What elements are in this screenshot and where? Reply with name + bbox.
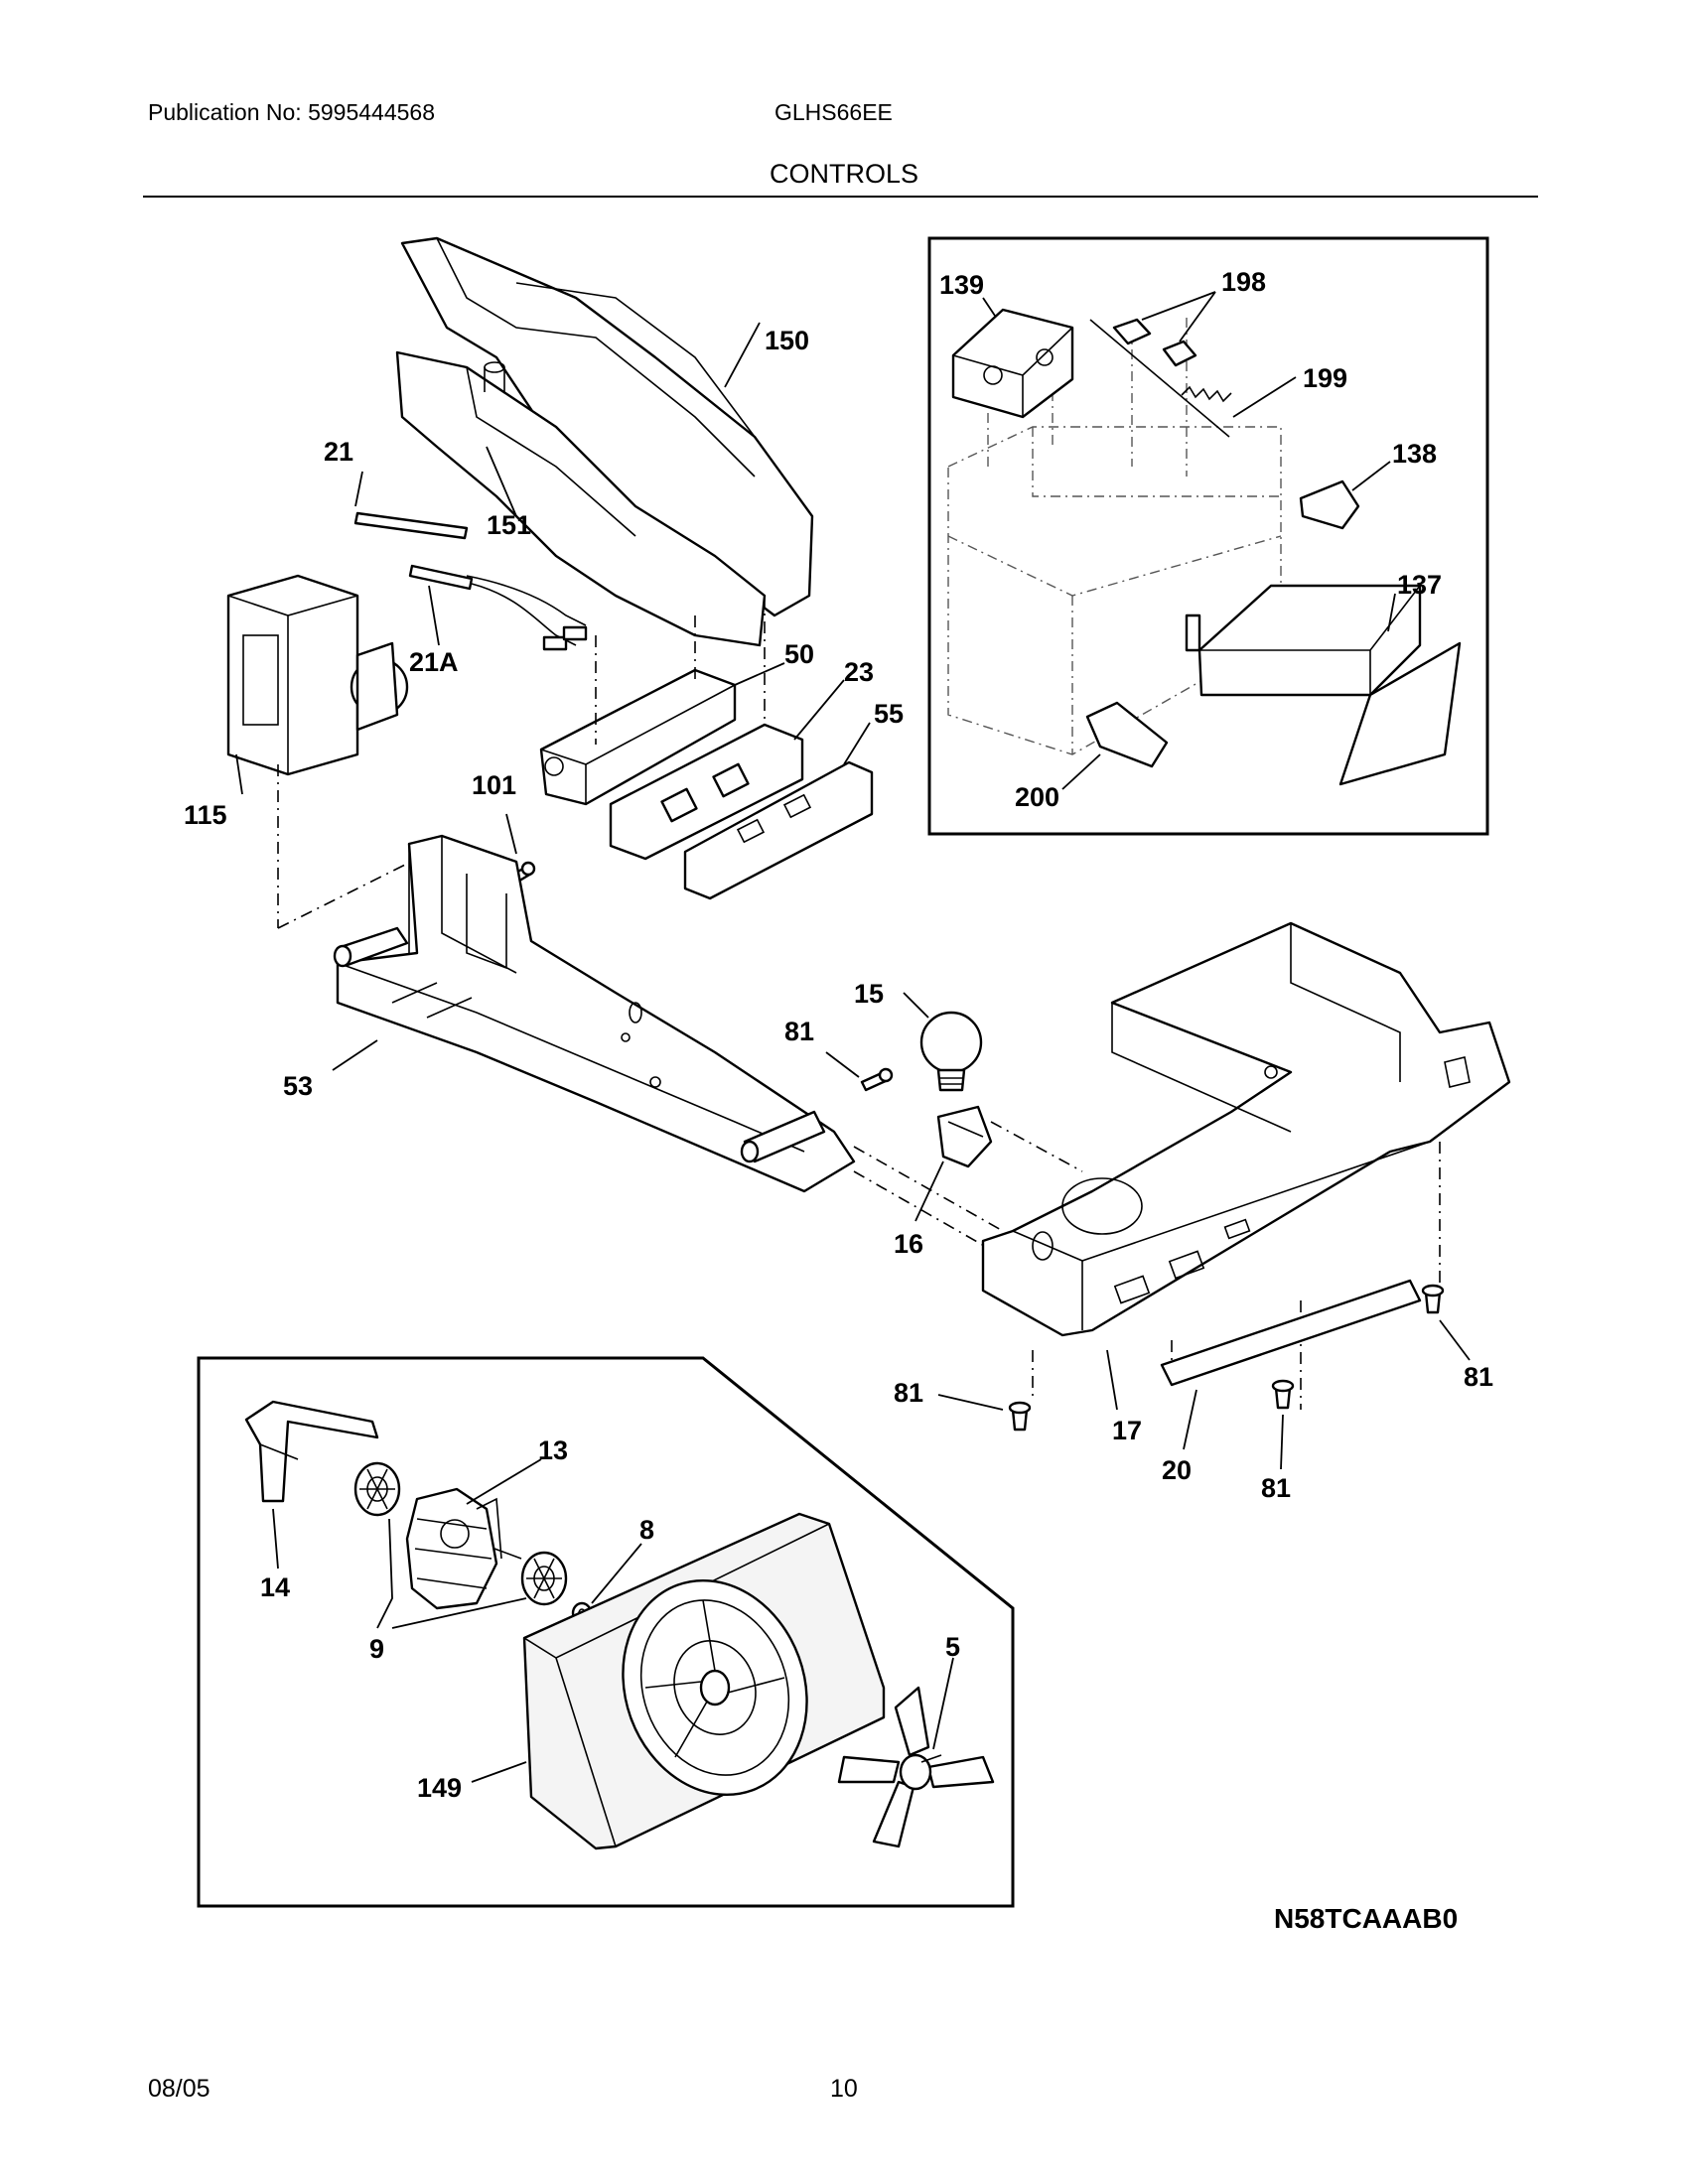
page-number: 10: [830, 2075, 858, 2103]
part-9-grommet-b: [520, 1551, 568, 1606]
label-139: 139: [939, 270, 984, 300]
part-198-clip-a: [1112, 318, 1152, 345]
leader-81c: [1280, 1414, 1284, 1470]
part-9-grommet-a: [353, 1461, 401, 1517]
label-21a: 21A: [409, 647, 459, 677]
section-title: CONTROLS: [769, 159, 919, 189]
label-17: 17: [1112, 1416, 1142, 1445]
part-5-fan-blade: [837, 1686, 995, 1848]
part-16-socket: [936, 1105, 993, 1168]
label-5: 5: [945, 1632, 960, 1662]
leader-151: [486, 446, 517, 517]
diagram-code: N58TCAAAB0: [1274, 1903, 1458, 1934]
label-13: 13: [538, 1435, 568, 1465]
part-200-lever: [1085, 701, 1169, 768]
leader-55: [843, 722, 871, 765]
leader-15: [903, 992, 929, 1019]
label-15: 15: [854, 979, 884, 1009]
part-151-duct-shell: [395, 350, 767, 647]
leader-150: [724, 322, 761, 388]
label-101: 101: [472, 770, 516, 800]
leader-17: [1106, 1349, 1118, 1411]
header-rule: [143, 196, 1538, 198]
part-55-overlay-panel: [683, 760, 874, 900]
label-115: 115: [184, 800, 227, 830]
part-81-screw-a: [860, 1067, 894, 1092]
label-149: 149: [417, 1773, 462, 1803]
part-137-actuator: [1185, 584, 1462, 786]
label-53: 53: [283, 1071, 313, 1101]
part-53-housing: [333, 834, 856, 1193]
part-20-trim: [1160, 1279, 1422, 1387]
leader-20: [1183, 1389, 1197, 1450]
inset-fan-assembly: 14 9 13 8: [197, 1356, 1015, 1908]
part-198-clip-b: [1162, 340, 1197, 367]
leader-50: [734, 662, 785, 686]
label-8: 8: [639, 1515, 654, 1545]
leader-81d: [1439, 1319, 1471, 1361]
part-81-screw-c: [1271, 1379, 1295, 1410]
leader-53: [332, 1039, 378, 1071]
part-139-switch: [951, 308, 1074, 419]
leader-101: [505, 813, 517, 855]
label-137: 137: [1397, 570, 1442, 600]
label-150: 150: [765, 326, 809, 355]
inset-dispenser-module: 139 198 199 138 137 200: [927, 236, 1489, 836]
label-138: 138: [1392, 439, 1437, 469]
leader-81a: [825, 1051, 860, 1078]
part-150-duct-cover: [400, 236, 814, 617]
label-81-a: 81: [784, 1017, 814, 1046]
label-23: 23: [844, 657, 874, 687]
label-21: 21: [324, 437, 353, 467]
label-200: 200: [1015, 782, 1059, 812]
label-81-c: 81: [1261, 1473, 1291, 1503]
label-50: 50: [784, 639, 814, 669]
part-81-screw-d: [1421, 1284, 1445, 1314]
label-14: 14: [260, 1572, 290, 1602]
part-199-spring: [1181, 385, 1232, 403]
label-199: 199: [1303, 363, 1347, 393]
part-81-screw-b: [1008, 1401, 1032, 1432]
inset-box-top-right: [927, 236, 1489, 836]
leader-16: [914, 1160, 944, 1222]
leader-115: [235, 753, 243, 795]
part-199-rod: [1089, 319, 1230, 438]
part-15-lamp: [919, 1011, 983, 1092]
inset-box-bottom-left: [197, 1356, 1015, 1908]
publication-number: Publication No: 5995444568: [148, 99, 436, 125]
part-23-control-board: [609, 723, 804, 861]
label-9: 9: [369, 1634, 384, 1664]
label-16: 16: [894, 1229, 923, 1259]
part-14-bracket: [244, 1400, 379, 1503]
label-55: 55: [874, 699, 904, 729]
leader-23: [793, 679, 845, 741]
leader-81b: [937, 1394, 1004, 1411]
label-198: 198: [1221, 267, 1266, 297]
part-21a-sensor-harness: 21A: [408, 564, 588, 677]
part-115-damper-control: [226, 574, 409, 776]
model-number: GLHS66EE: [774, 99, 893, 125]
part-50-board-housing: [539, 668, 737, 806]
part-21-sensor: 21: [324, 437, 469, 540]
footer-date: 08/05: [148, 2075, 211, 2103]
label-81-d: 81: [1464, 1362, 1493, 1392]
part-149-fan-shroud: [522, 1512, 886, 1850]
part-13-fan-motor: [405, 1487, 522, 1610]
label-81-b: 81: [894, 1378, 923, 1408]
label-151: 151: [487, 510, 531, 540]
part-17-dispenser-housing: [981, 921, 1511, 1337]
part-138-bracket: [1299, 479, 1360, 530]
label-20: 20: [1162, 1455, 1192, 1485]
